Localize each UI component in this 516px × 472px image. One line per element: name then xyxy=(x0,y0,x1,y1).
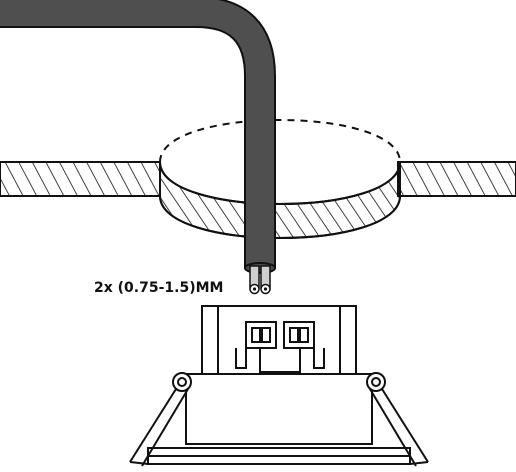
spring-clip-right xyxy=(366,372,429,467)
spring-clip-left xyxy=(129,372,192,467)
cable-conductors xyxy=(249,265,271,295)
ceiling-slab xyxy=(0,161,516,197)
power-cable xyxy=(0,0,276,295)
terminal-block xyxy=(235,321,325,373)
ceiling-cutout xyxy=(159,119,401,239)
cable-spec-label: 2x (0.75-1.5)MM xyxy=(94,280,223,296)
light-fitting xyxy=(147,305,411,465)
